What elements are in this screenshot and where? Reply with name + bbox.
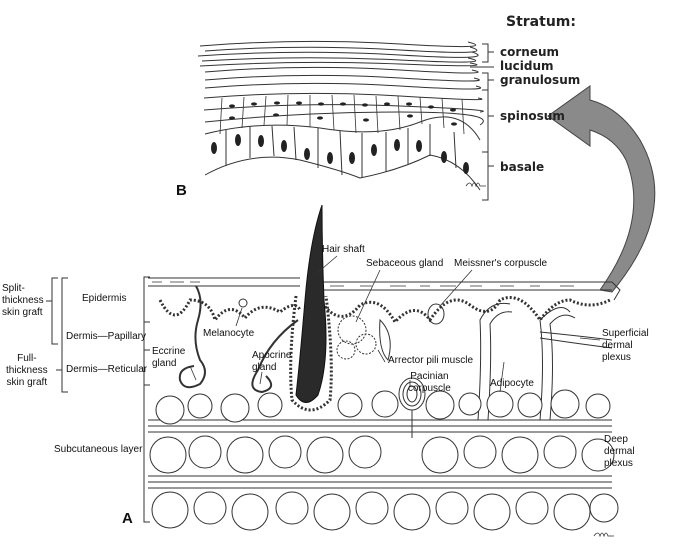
eccrine-gland-shape <box>178 285 206 389</box>
spinosum-nuclei <box>229 101 457 126</box>
pacinian-corpuscle-label: Pacinian corpuscle <box>408 371 451 394</box>
sebaceous-gland-shape <box>336 315 377 360</box>
hair-follicle <box>289 295 333 412</box>
stratum-corneum-label: corneum <box>500 45 560 59</box>
magnification-arrow <box>547 85 656 293</box>
artist-signature-b <box>465 182 486 188</box>
stratum-spinosum-cells <box>203 92 484 141</box>
arrector-pili-label: Arrector pili muscle <box>388 355 474 366</box>
graft-brackets <box>46 276 150 523</box>
panel-b-letter: B <box>176 182 187 199</box>
melanocyte-label: Melanocyte <box>203 328 255 339</box>
stratum-spinosum-label: spinosum <box>500 109 565 123</box>
eccrine-gland-label: Eccrine gland <box>152 346 186 369</box>
epidermis-label: Epidermis <box>82 293 127 304</box>
stratum-granulosum-cells <box>204 66 482 90</box>
adipocytes <box>149 389 619 531</box>
stratum-corneum-lines <box>197 40 479 67</box>
meissner-corpuscle-shape <box>427 303 445 325</box>
sebaceous-gland-label: Sebaceous gland <box>366 258 444 269</box>
melanocyte-shape <box>238 298 248 308</box>
hair-shaft-label: Hair shaft <box>322 244 365 255</box>
blood-vessels <box>148 302 613 489</box>
split-thickness-graft-label: Split- thickness skin graft <box>2 283 44 318</box>
stratum-heading: Stratum: <box>506 14 576 30</box>
stratum-basale-label: basale <box>500 160 545 174</box>
stratum-lucidum-label: lucidum <box>500 59 554 73</box>
dermal-papillae <box>158 296 611 325</box>
skin-surface <box>148 277 621 301</box>
deep-dermal-plexus-label: Deep dermal plexus <box>604 434 635 469</box>
stratum-granulosum-label: granulosum <box>500 73 581 87</box>
basale-nuclei <box>211 134 469 174</box>
pacinian-corpuscle-shape <box>398 377 426 438</box>
arrector-pili-shape <box>379 318 391 361</box>
hair-shaft <box>295 204 327 403</box>
adipocyte-label: Adipocyte <box>490 378 534 389</box>
apocrine-gland-shape <box>251 319 299 394</box>
meissners-corpuscle-label: Meissner's corpuscle <box>454 258 548 269</box>
subcutaneous-layer-label: Subcutaneous layer <box>54 444 143 455</box>
dermis-papillary-label: Dermis—Papillary <box>66 331 147 342</box>
spinosum-cell-walls <box>219 94 465 135</box>
stratum-brackets <box>470 43 494 201</box>
stratum-basale-cells <box>204 124 481 191</box>
superficial-dermal-plexus-label: Superficial dermal plexus <box>602 328 649 363</box>
apocrine-gland-label: Apocrine gland <box>252 350 292 373</box>
dermis-reticular-label: Dermis—Reticular <box>66 364 148 375</box>
leader-lines <box>189 255 601 393</box>
full-thickness-graft-label: Full- thickness skin graft <box>6 353 48 388</box>
artist-signature-a <box>593 532 614 538</box>
panel-a-letter: A <box>122 510 133 527</box>
